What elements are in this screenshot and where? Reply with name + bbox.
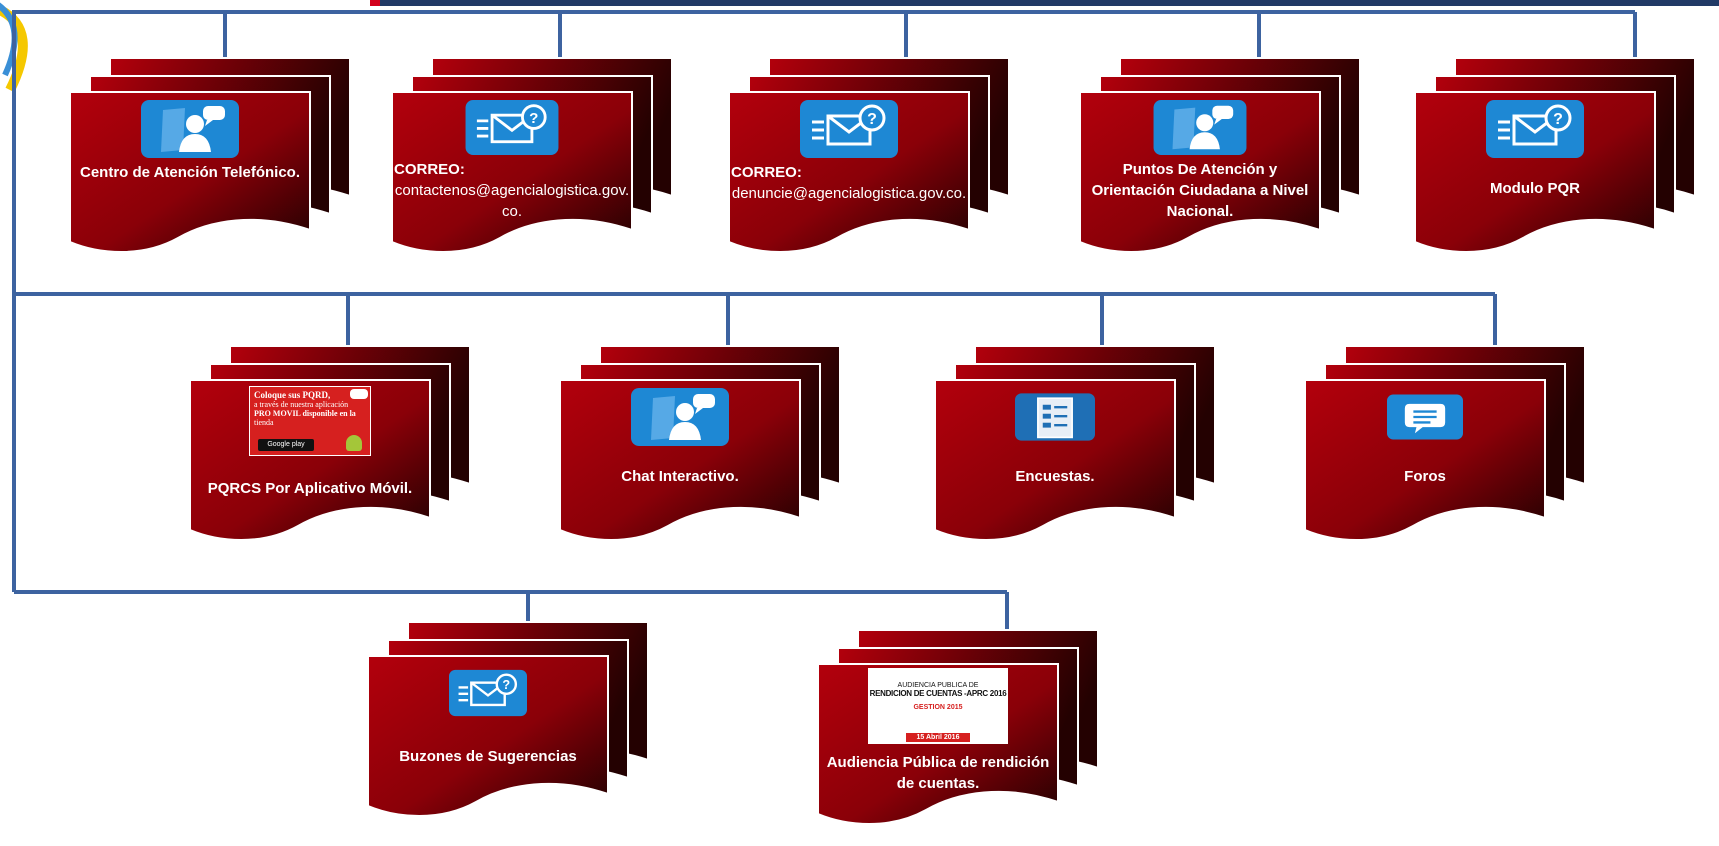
card-correo-contactenos: ? CORREO: contactenos@agencialogistica.g… [391, 57, 673, 253]
card-chat-interactivo: Chat Interactivo. [559, 345, 841, 541]
user-chat-icon [141, 100, 239, 158]
card-layer [728, 91, 970, 253]
card-label: Centro de Atención Telefónico. [79, 164, 300, 181]
card-layer [1079, 91, 1321, 253]
mail-help-icon: ? [1486, 100, 1584, 158]
email-lead: CORREO: [731, 164, 802, 181]
card-stack-shape [367, 621, 649, 817]
card-label: Audiencia Pública de rendición de cuenta… [826, 754, 1050, 792]
card-layer [1304, 379, 1546, 541]
email-address[interactable]: denuncie@agencialogistica.gov.co. [731, 185, 967, 202]
card-modulo-pqr: ? Modulo PQR [1414, 57, 1696, 253]
card-pqrcs-movil: Coloque sus PQRD, a través de nuestra ap… [189, 345, 471, 541]
card-label: CORREO: denuncie@agencialogistica.gov.co… [731, 162, 967, 204]
thumb-line-4: 15 Abril 2016 [906, 733, 970, 742]
svg-text:?: ? [867, 111, 877, 128]
card-label: CORREO: contactenos@agencialogistica.gov… [394, 159, 630, 222]
user-chat-icon [631, 388, 729, 446]
card-label: Puntos De Atención y Orientación Ciudada… [1091, 161, 1309, 220]
app-promo-thumbnail: Coloque sus PQRD, a través de nuestra ap… [249, 386, 371, 456]
email-lead: CORREO: [394, 161, 465, 178]
card-puntos-atencion: Puntos De Atención y Orientación Ciudada… [1079, 57, 1361, 253]
promo-line-1: Coloque sus PQRD, [254, 390, 331, 400]
card-label: PQRCS Por Aplicativo Móvil. [207, 480, 413, 497]
speech-dots-icon [350, 389, 368, 399]
card-foros: Foros [1304, 345, 1586, 541]
card-stack-shape [1304, 345, 1586, 541]
mail-help-icon: ? [449, 669, 527, 717]
promo-line-4: tienda [254, 418, 274, 427]
card-layer [391, 91, 633, 253]
email-address[interactable]: contactenos@agencialogistica.gov.co. [394, 182, 630, 220]
svg-text:?: ? [502, 677, 510, 692]
card-layer [1414, 91, 1656, 253]
promo-line-2: a través de nuestra aplicación [254, 400, 349, 409]
header-accent-red [370, 0, 382, 6]
card-layer [367, 655, 609, 817]
card-layer [69, 91, 311, 253]
google-play-badge[interactable]: Google play [258, 439, 314, 451]
thumb-line-3: GESTION 2015 [913, 704, 963, 711]
thumb-line-1: AUDIENCIA PUBLICA DE [897, 682, 979, 689]
card-label: Foros [1404, 468, 1446, 485]
user-chat-icon [1153, 100, 1247, 155]
header-bar [380, 0, 1719, 6]
svg-text:?: ? [1553, 111, 1563, 128]
promo-line-3: PRO MOVIL disponible en la [254, 409, 356, 418]
survey-document-icon [1015, 393, 1095, 441]
card-label: Modulo PQR [1490, 180, 1580, 197]
mail-help-icon: ? [800, 100, 898, 158]
card-audiencia-publica: AUDIENCIA PUBLICA DE RENDICION DE CUENTA… [817, 629, 1099, 825]
card-layer [934, 379, 1176, 541]
svg-text:?: ? [529, 110, 538, 127]
card-label: Encuestas. [1015, 468, 1095, 485]
card-layer [559, 379, 801, 541]
card-buzones-sugerencias: ? Buzones de Sugerencias [367, 621, 649, 817]
card-correo-denuncie: ? CORREO: denuncie@agencialogistica.gov.… [728, 57, 1010, 253]
chat-bubble-icon [1387, 394, 1463, 440]
audiencia-thumbnail: AUDIENCIA PUBLICA DE RENDICION DE CUENTA… [868, 668, 1008, 744]
android-icon [346, 435, 362, 451]
card-centro-atencion: Centro de Atención Telefónico. [69, 57, 351, 253]
card-encuestas: Encuestas. [934, 345, 1216, 541]
card-label: Buzones de Sugerencias [399, 748, 577, 765]
thumb-line-2: RENDICION DE CUENTAS -APRC 2016 [869, 689, 1007, 698]
card-label: Chat Interactivo. [621, 468, 739, 485]
mail-help-icon: ? [465, 100, 559, 155]
